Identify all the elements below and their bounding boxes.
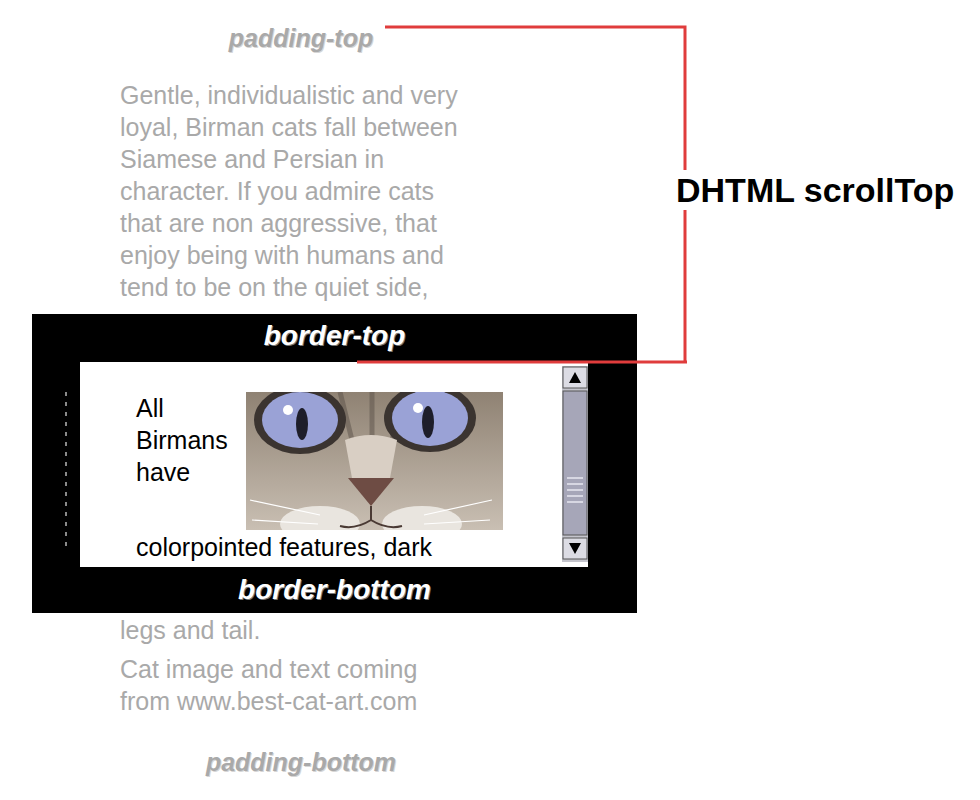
border-label: border-top [264,319,406,353]
scrollbar-thumb [563,391,587,535]
cat-mouth [340,506,402,527]
label-slot: padding-top [151,23,451,53]
element-border-box: border-top border-bottom All Birmans have c… [32,314,637,613]
scroll-down-button [563,538,587,559]
label-slot: legs and tail. [120,614,482,646]
thumb-grip [567,478,583,502]
scrolltop-bracket [357,361,687,364]
cat-muzzle [382,506,462,530]
content-text: All Birmans have [136,392,236,488]
hidden-content-text: Gentle, individualistic and very loyal, … [120,79,482,303]
cat-nose [348,478,394,506]
label-slot: Cat image and text coming from www.best-… [120,653,450,717]
label-slot: DHTML scrollTop [674,170,974,210]
content-text: colorpointed features, dark [136,531,432,563]
scrollbar-track [562,366,588,562]
text-slot: border-top [32,319,637,353]
text-slot: All Birmans have [136,392,236,488]
scroll-down-arrow [569,543,581,554]
cat-iris [392,392,468,446]
cat-pupil [296,408,308,440]
label-slot: padding-bottom [151,747,451,777]
text-slot: colorpointed features, dark [136,531,556,563]
scroll-viewport: All Birmans have colorpointed features, d… [80,362,588,567]
cat-eye-glint [413,403,423,413]
cat-pupil [422,406,434,438]
cat-eye [254,392,346,454]
credit-text: Cat image and text coming from www.best-… [120,653,450,717]
cat-whiskers [250,500,492,524]
cat-muzzle [280,506,360,530]
hidden-content-text: legs and tail. [120,614,260,646]
text-slot: border-bottom [32,573,637,607]
padding-label: padding-top [229,23,373,53]
cat-iris [262,392,338,448]
label-slot: Gentle, individualistic and very loyal, … [120,79,482,303]
border-label: border-bottom [238,573,431,607]
scroll-up-button [563,367,587,388]
cat-stripes [340,392,404,445]
scroll-up-arrow [569,372,581,383]
scrollbar [562,366,588,562]
cat-eye [384,392,476,452]
padding-label: padding-bottom [206,747,396,777]
cat-fur [246,392,503,530]
padding-guide [65,392,67,552]
cat-nose-bridge [345,435,397,478]
property-label: DHTML scrollTop [674,170,956,210]
cat-photo [246,392,503,530]
cat-eye-glint [283,405,293,415]
